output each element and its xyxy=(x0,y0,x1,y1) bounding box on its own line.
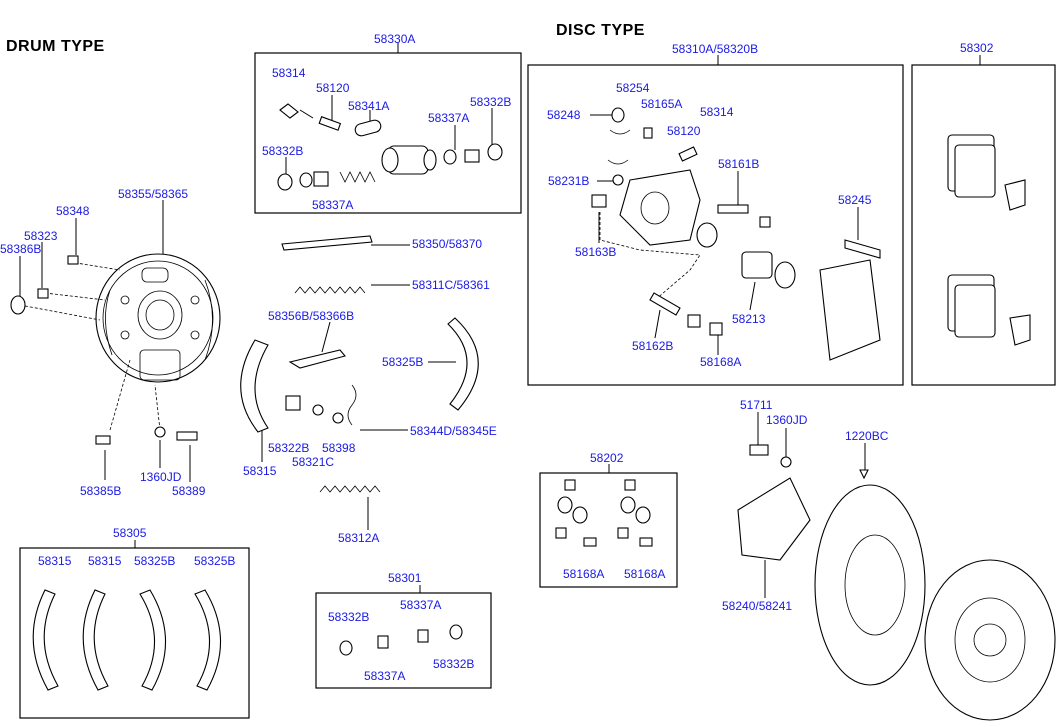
label-58120a: 58120 xyxy=(316,81,350,95)
label-58350: 58350/58370 xyxy=(412,237,482,251)
label-58163B: 58163B xyxy=(575,245,616,259)
label-58245: 58245 xyxy=(838,193,872,207)
box-58302 xyxy=(911,64,1056,386)
label-58337Ab: 58337A xyxy=(312,198,353,212)
label-58337Aa: 58337A xyxy=(428,111,469,125)
label-58348: 58348 xyxy=(56,204,90,218)
backing-plate-drawing xyxy=(95,253,221,383)
label-58231B: 58231B xyxy=(548,174,589,188)
box-58330A xyxy=(254,52,522,214)
box-58301 xyxy=(315,592,492,689)
label-58168Aa: 58168A xyxy=(700,355,741,369)
label-1360JDb: 1360JD xyxy=(766,413,808,427)
label-58165A: 58165A xyxy=(641,97,682,111)
label-58344D: 58344D/58345E xyxy=(410,424,497,438)
label-58337Ac: 58337A xyxy=(400,598,441,612)
label-58315a: 58315 xyxy=(243,464,277,478)
label-58314a: 58314 xyxy=(272,66,306,80)
label-58330A: 58330A xyxy=(374,32,415,46)
label-58305: 58305 xyxy=(113,526,147,540)
label-58337Ad: 58337A xyxy=(364,669,405,683)
label-58389: 58389 xyxy=(172,484,206,498)
label-58240: 58240/58241 xyxy=(722,599,792,613)
label-58202: 58202 xyxy=(590,451,624,465)
spring-bar-drawing xyxy=(281,235,381,493)
dash-leader-caliper xyxy=(599,212,701,301)
disc-type-heading: DISC TYPE xyxy=(556,22,645,39)
label-1360JDa: 1360JD xyxy=(140,470,182,484)
label-58254: 58254 xyxy=(616,81,650,95)
label-58325Ba: 58325B xyxy=(382,355,423,369)
label-58332Bb: 58332B xyxy=(262,144,303,158)
label-58355: 58355/58365 xyxy=(118,187,188,201)
leader-lines xyxy=(19,43,981,598)
label-58315b: 58315 xyxy=(38,554,72,568)
label-58332Bc: 58332B xyxy=(328,610,369,624)
backing-bolts-drawing xyxy=(10,255,198,445)
caliper-kit-drawing xyxy=(555,479,653,547)
label-58312A: 58312A xyxy=(338,531,379,545)
label-58161B: 58161B xyxy=(718,157,759,171)
label-58332Bd: 58332B xyxy=(433,657,474,671)
label-51711: 51711 xyxy=(740,398,773,412)
cylinder-kit-drawing xyxy=(339,624,463,656)
brake-pads-drawing xyxy=(947,134,1031,346)
label-58315c: 58315 xyxy=(88,554,122,568)
label-58314b: 58314 xyxy=(700,105,734,119)
label-1220BC: 1220BC xyxy=(845,429,889,443)
label-58325Bb: 58325B xyxy=(134,554,175,568)
label-58168Ab: 58168A xyxy=(563,567,604,581)
label-58302: 58302 xyxy=(960,41,994,55)
label-58248: 58248 xyxy=(547,108,581,122)
label-58325Bc: 58325B xyxy=(194,554,235,568)
label-58310A: 58310A/58320B xyxy=(672,42,758,56)
label-58301: 58301 xyxy=(388,571,422,585)
label-58168Ac: 58168A xyxy=(624,567,665,581)
box-58310A xyxy=(527,64,904,386)
label-58322B: 58322B xyxy=(268,441,309,455)
label-58311C: 58311C/58361 xyxy=(412,278,490,292)
label-58162B: 58162B xyxy=(632,339,673,353)
label-58332Ba: 58332B xyxy=(470,95,511,109)
label-58323: 58323 xyxy=(24,229,58,243)
shoe-set-drawing xyxy=(32,589,222,691)
label-58386B: 58386B xyxy=(0,242,41,256)
label-58356B: 58356B/58366B xyxy=(268,309,354,323)
label-58321C: 58321C xyxy=(292,455,334,469)
wheel-cylinder-drawing xyxy=(277,103,503,191)
label-58398: 58398 xyxy=(322,441,356,455)
label-58341A: 58341A xyxy=(348,99,389,113)
label-58213: 58213 xyxy=(732,312,766,326)
label-58385B: 58385B xyxy=(80,484,121,498)
rotor-assembly-drawing xyxy=(737,444,1056,721)
label-58120b: 58120 xyxy=(667,124,701,138)
drum-type-heading: DRUM TYPE xyxy=(6,38,105,55)
caliper-drawing xyxy=(591,107,881,361)
part-number-labels: 58330A 58314 58120 58341A 58332B 58337A … xyxy=(0,32,994,683)
brake-shoes-drawing xyxy=(240,317,479,433)
